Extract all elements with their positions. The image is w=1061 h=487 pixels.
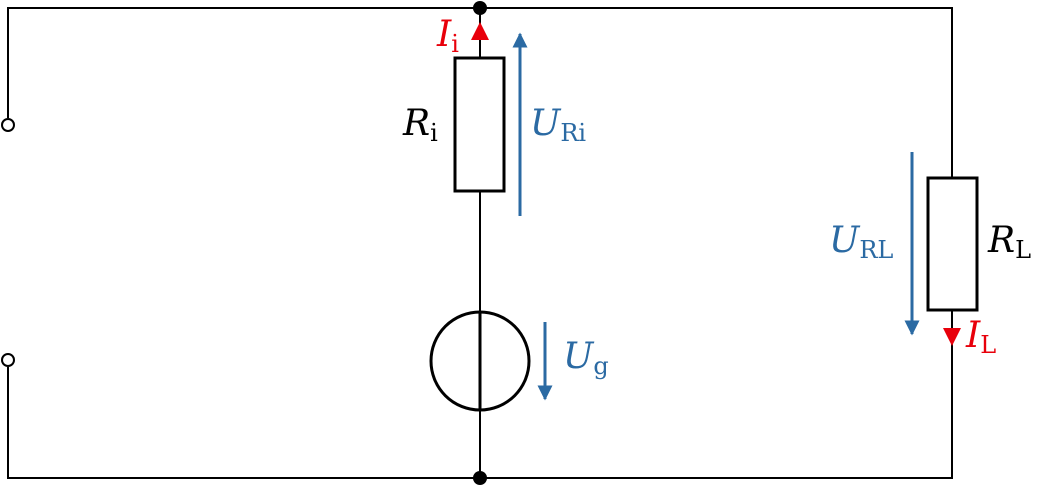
junction-node-top (473, 1, 487, 15)
label-ug: Ug (563, 336, 609, 380)
terminal-top[interactable] (1, 118, 15, 132)
resistor-rl (926, 176, 979, 312)
label-ri: Ri (402, 103, 438, 147)
current-arrow-ii (471, 22, 489, 40)
resistor-ri (453, 56, 506, 193)
label-il: IL (965, 315, 996, 359)
label-url: URL (829, 220, 893, 264)
terminal-bottom[interactable] (1, 353, 15, 367)
voltage-source (429, 310, 531, 412)
label-rl: RL (987, 220, 1031, 264)
label-uri: URi (530, 103, 586, 147)
current-arrow-il (943, 328, 961, 346)
label-ii: Ii (436, 14, 459, 58)
junction-node-bottom (473, 471, 487, 485)
